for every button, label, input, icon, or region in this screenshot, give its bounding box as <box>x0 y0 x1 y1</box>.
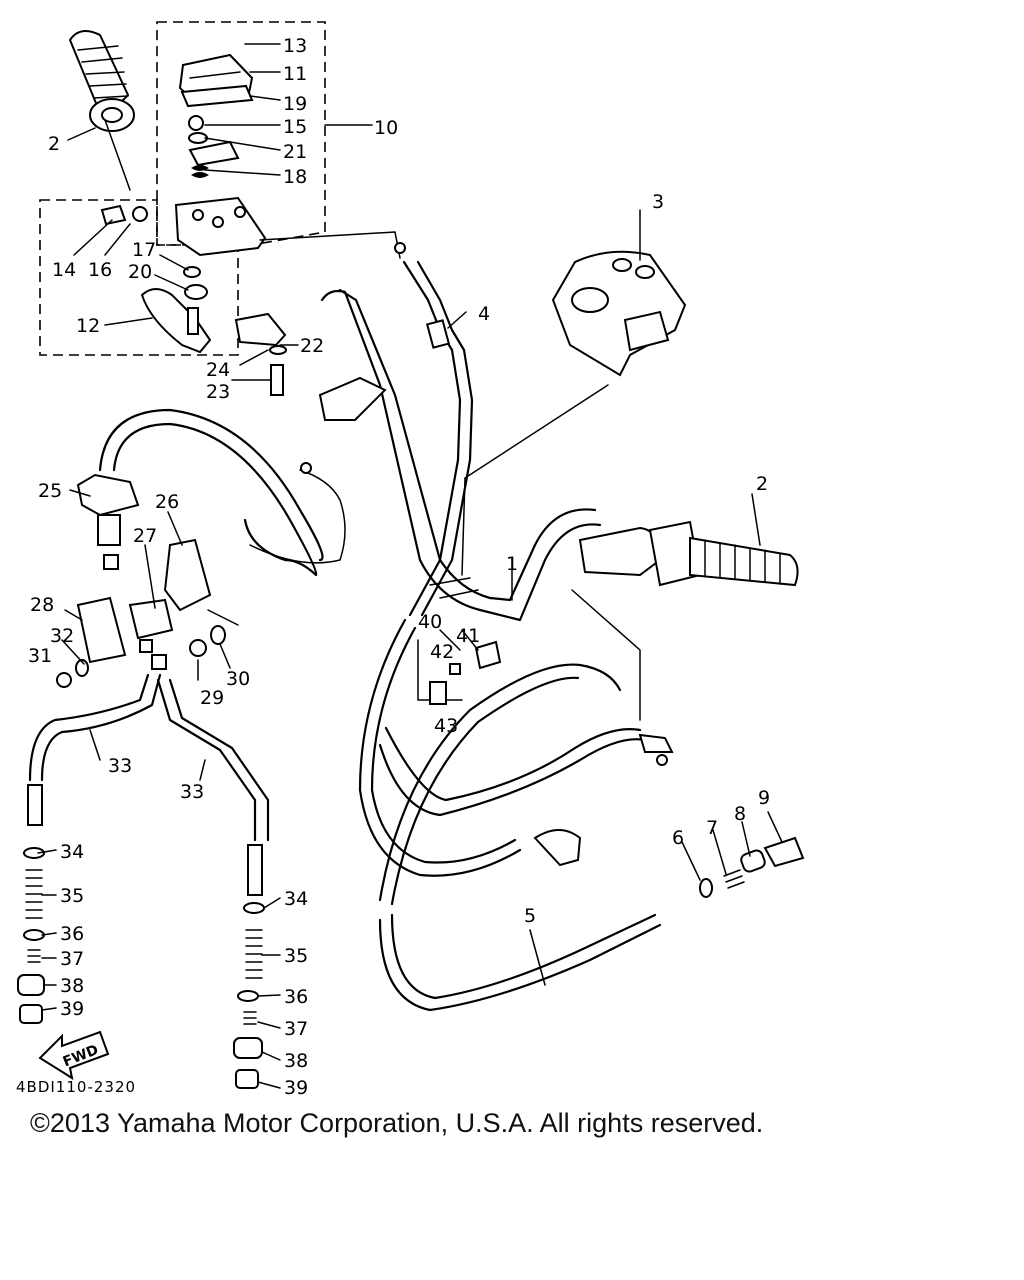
brake-hoses <box>28 673 270 842</box>
throttle-cable <box>259 231 474 617</box>
right-grip <box>578 520 799 587</box>
brake-master-cylinder <box>56 473 226 688</box>
adjuster-parts <box>699 836 805 898</box>
callout-17: 17 <box>132 239 156 261</box>
callout-42: 42 <box>430 641 454 663</box>
callout-40: 40 <box>418 611 442 633</box>
callout-37-left: 37 <box>60 948 84 970</box>
callout-27: 27 <box>133 525 157 547</box>
copyright-notice: ©2013 Yamaha Motor Corporation, U.S.A. A… <box>30 1108 764 1138</box>
callout-12: 12 <box>76 315 100 337</box>
callout-36-left: 36 <box>60 923 84 945</box>
thumb-lever <box>140 288 212 354</box>
callout-4: 4 <box>478 303 490 325</box>
callout-21: 21 <box>283 141 307 163</box>
callout-18: 18 <box>283 166 307 188</box>
callout-32: 32 <box>50 625 74 647</box>
callout-34-left: 34 <box>60 841 84 863</box>
callout-38-left: 38 <box>60 975 84 997</box>
callout-25: 25 <box>38 480 62 502</box>
callout-33-left: 33 <box>108 755 132 777</box>
callout-2-right: 2 <box>756 473 768 495</box>
callout-30: 30 <box>226 668 250 690</box>
callout-14: 14 <box>52 259 76 281</box>
throttle-housing <box>100 53 267 300</box>
callout-5: 5 <box>524 905 536 927</box>
callout-1: 1 <box>506 553 518 575</box>
fwd-arrow: FWD <box>38 1030 110 1081</box>
callout-6: 6 <box>672 827 684 849</box>
callout-39-left: 39 <box>60 998 84 1020</box>
bracket-clamp <box>234 312 287 396</box>
callout-35-left: 35 <box>60 885 84 907</box>
group-box-10 <box>156 21 326 246</box>
callout-10: 10 <box>374 117 398 139</box>
callout-16: 16 <box>88 259 112 281</box>
brake-cable-left <box>98 408 346 577</box>
callout-38-right: 38 <box>284 1050 308 1072</box>
callout-22: 22 <box>300 335 324 357</box>
right-stack <box>233 844 265 1089</box>
callout-31: 31 <box>28 645 52 667</box>
callout-37-right: 37 <box>284 1018 308 1040</box>
callout-43: 43 <box>434 715 458 737</box>
callout-13: 13 <box>283 35 307 57</box>
callout-34-right: 34 <box>284 888 308 910</box>
cables-center <box>358 618 674 1012</box>
callout-19: 19 <box>283 93 307 115</box>
left-grip <box>68 30 135 132</box>
callout-2-left: 2 <box>48 133 60 155</box>
leader-lines <box>37 43 783 1089</box>
callout-20: 20 <box>128 261 152 283</box>
callout-41: 41 <box>456 625 480 647</box>
parts-diagram: FWD 1 2 2 3 4 <box>17 21 805 1099</box>
callout-39-right: 39 <box>284 1077 308 1099</box>
callout-24: 24 <box>206 359 230 381</box>
handlebar <box>318 288 602 622</box>
callout-labels: 1 2 2 3 4 5 6 7 8 9 10 11 12 13 14 15 16… <box>28 35 770 1099</box>
callout-9: 9 <box>758 787 770 809</box>
callout-26: 26 <box>155 491 179 513</box>
left-stack <box>17 784 45 1024</box>
callout-11: 11 <box>283 63 307 85</box>
switch-housing <box>551 250 687 377</box>
callout-36-right: 36 <box>284 986 308 1008</box>
callout-7: 7 <box>706 817 718 839</box>
drawing-code: 4BDI110-2320 <box>16 1078 137 1096</box>
callout-23: 23 <box>206 381 230 403</box>
callout-28: 28 <box>30 594 54 616</box>
brake-switch <box>417 639 502 705</box>
callout-3: 3 <box>652 191 664 213</box>
callout-29: 29 <box>200 687 224 709</box>
callout-35-right: 35 <box>284 945 308 967</box>
callout-8: 8 <box>734 803 746 825</box>
callout-15: 15 <box>283 116 307 138</box>
callout-33-right: 33 <box>180 781 204 803</box>
